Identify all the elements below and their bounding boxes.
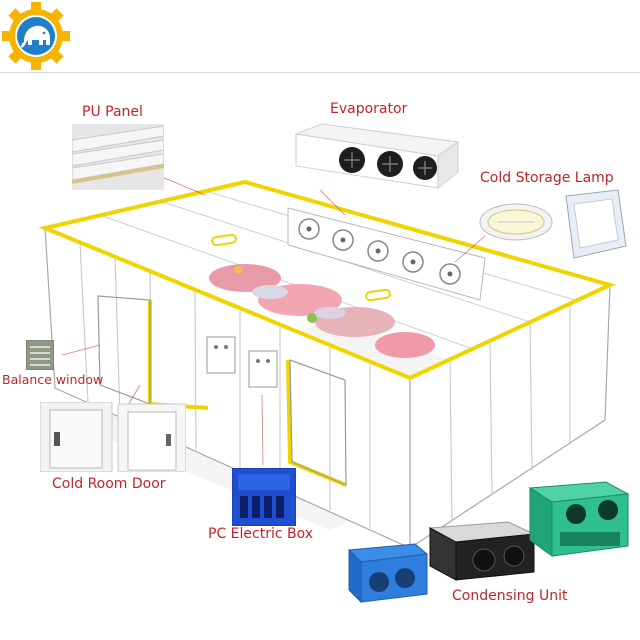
label-cold-storage-lamp: Cold Storage Lamp — [480, 170, 614, 186]
label-pu-panel: PU Panel — [82, 104, 143, 120]
label-balance-window: Balance window — [2, 372, 104, 387]
label-condensing-unit: Condensing Unit — [452, 588, 568, 604]
pc-electric-box-image — [232, 468, 296, 526]
cold-room-door-image — [40, 402, 186, 472]
header-divider — [0, 72, 640, 73]
elephant-gear-logo-icon — [2, 2, 70, 70]
condensing-unit-black-image — [428, 521, 536, 581]
pu-panel-image — [72, 124, 164, 190]
label-pc-electric-box: PC Electric Box — [208, 526, 314, 542]
condensing-unit-blue-image — [347, 543, 429, 604]
label-cold-room-door: Cold Room Door — [52, 476, 166, 492]
cold-storage-lamp-image — [479, 189, 627, 259]
evaporator-image — [294, 123, 460, 190]
label-evaporator: Evaporator — [330, 101, 408, 117]
balance-window-image — [26, 340, 54, 370]
condensing-unit-green-image — [528, 481, 630, 557]
